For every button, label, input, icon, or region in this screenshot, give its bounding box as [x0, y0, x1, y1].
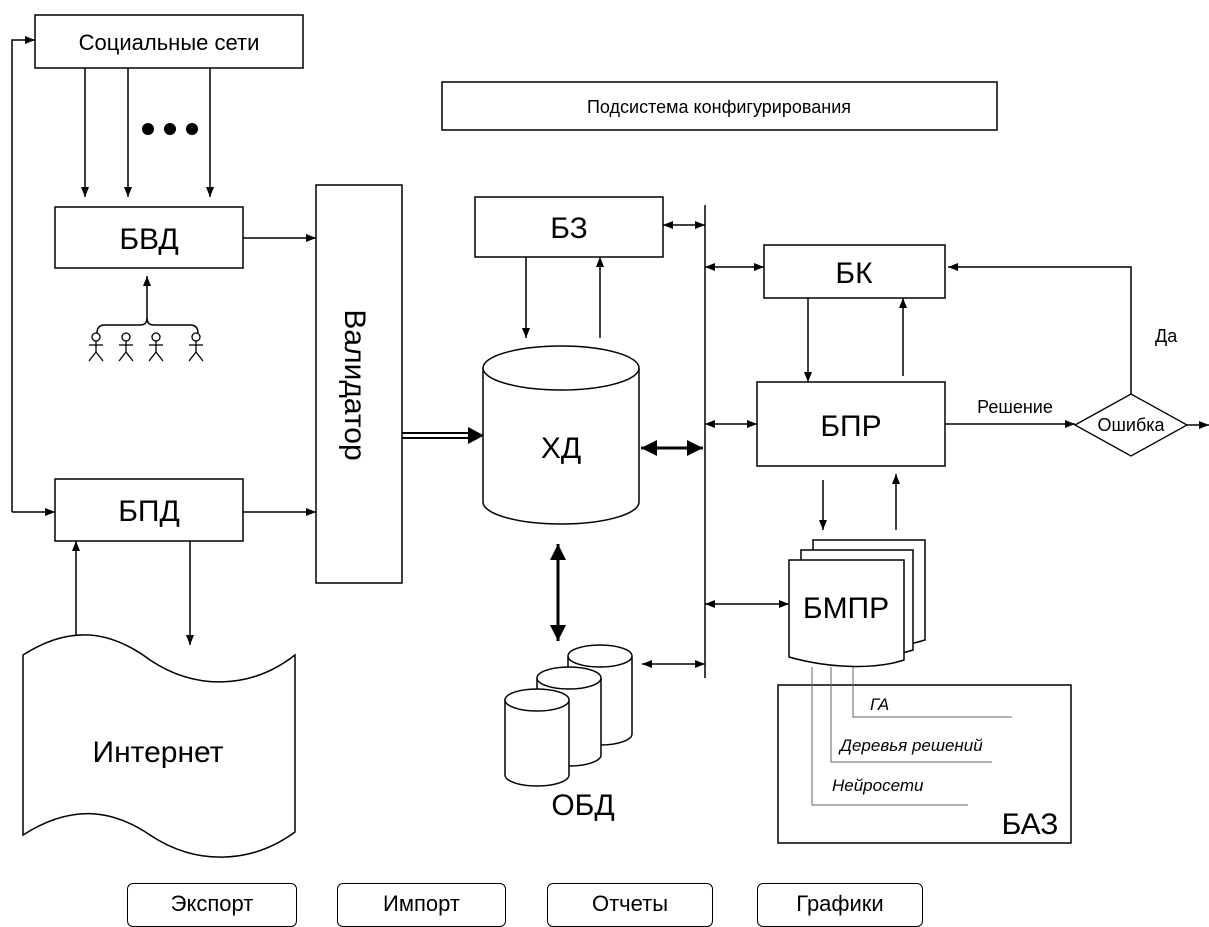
bmpr-documents: БМПР [788, 539, 926, 668]
config-subsystem-label: Подсистема конфигурирования [587, 97, 851, 117]
bk-box: БК [763, 244, 946, 299]
baz-box: БАЗ [777, 684, 1072, 844]
bmpr-label: БМПР [803, 592, 889, 625]
hd-cylinder: ХД [482, 345, 640, 525]
neural-nets-label: Нейросети [832, 776, 924, 795]
social-networks-label: Социальные сети [79, 30, 260, 55]
bvd-label: БВД [119, 223, 178, 256]
baz-label: БАЗ [1002, 808, 1059, 841]
yes-label: Да [1155, 326, 1178, 346]
line-ga [852, 667, 1012, 718]
bpr-label: БПР [820, 410, 881, 443]
reports-button[interactable]: Отчеты [547, 883, 713, 927]
line-trees [830, 667, 992, 763]
validator-box: Валидатор [315, 184, 403, 584]
obd-cylinders: ОБД [504, 644, 633, 822]
bvd-box: БВД [54, 206, 244, 269]
charts-button[interactable]: Графики [757, 883, 923, 927]
internet-shape: Интернет [22, 634, 296, 858]
bz-label: БЗ [550, 212, 587, 245]
bpd-box: БПД [54, 478, 244, 542]
bpd-label: БПД [118, 495, 180, 528]
export-button[interactable]: Экспорт [127, 883, 297, 927]
bpr-box: БПР [756, 381, 946, 467]
obd-label: ОБД [551, 789, 614, 822]
config-subsystem-box: Подсистема конфигурирования [441, 81, 998, 131]
arrow-validator-hd [402, 427, 484, 444]
bz-box: БЗ [474, 196, 664, 258]
decision-label: Решение [977, 397, 1053, 417]
arrow-error-bk [948, 263, 1132, 394]
experts-icon [88, 276, 204, 362]
hd-label: ХД [541, 432, 581, 465]
social-networks-box: Социальные сети [34, 14, 304, 69]
ellipsis-dots [142, 123, 198, 135]
validator-label: Валидатор [338, 309, 371, 460]
internet-label: Интернет [93, 736, 224, 769]
loop-arrow-to-social [11, 36, 35, 512]
import-button[interactable]: Импорт [337, 883, 506, 927]
ga-label: ГА [870, 695, 889, 714]
error-diamond: Ошибка [1073, 393, 1189, 457]
error-label: Ошибка [1097, 415, 1165, 435]
bk-label: БК [835, 257, 873, 290]
line-neural [811, 667, 968, 806]
decision-trees-label: Деревья решений [838, 736, 983, 755]
